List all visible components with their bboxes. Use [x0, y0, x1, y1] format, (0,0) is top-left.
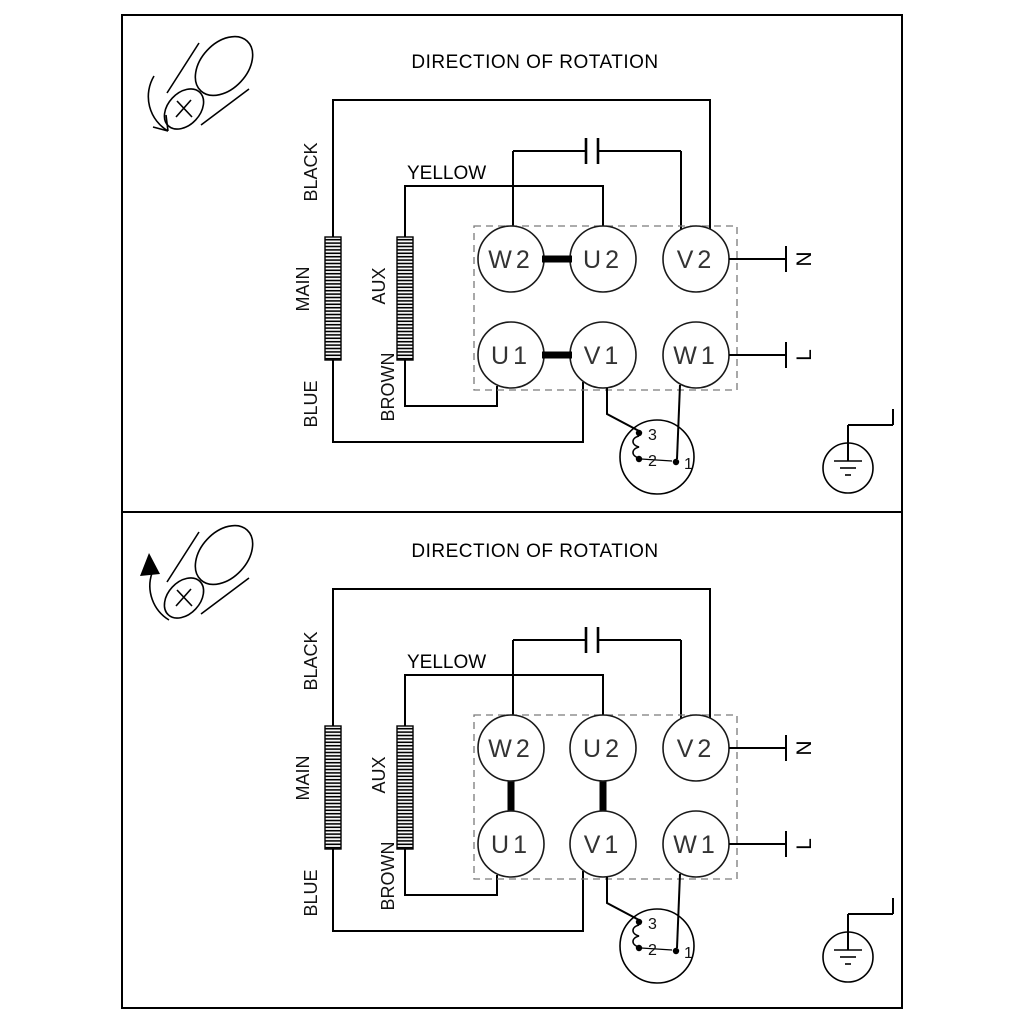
blue-wire	[332, 360, 584, 443]
thermal-terminal-1-label: 1	[684, 456, 693, 473]
terminal-board-outline	[473, 714, 738, 880]
terminal-v2-label: V2	[677, 246, 716, 274]
blue-wire	[332, 849, 584, 932]
terminal-u2-label: U2	[583, 735, 623, 763]
label-main-winding: MAIN	[293, 267, 313, 312]
yellow-wire	[404, 185, 604, 237]
panel-rotation-2: DIRECTION OF ROTATION BLACK MAIN BLUE AU…	[140, 524, 894, 984]
supply-line: L	[729, 342, 816, 368]
thermal-terminal-1-label: 1	[684, 945, 693, 962]
heater-coil-icon	[632, 435, 640, 459]
terminal-u2: U2	[569, 714, 637, 782]
terminal-v1: V1	[569, 810, 637, 878]
earth-ground-icon	[822, 898, 894, 983]
aux-winding-coil	[396, 236, 414, 361]
panel-rotation-1: DIRECTION OF ROTATION BLACK MAIN BLUE AU…	[147, 35, 894, 495]
terminal-board-outline	[473, 225, 738, 391]
main-winding-coil	[324, 725, 342, 850]
motor-rotation-clockwise-icon	[140, 524, 254, 621]
label-brown-wire: BROWN	[378, 842, 398, 911]
supply-neutral-label: N	[793, 251, 816, 266]
thermal-terminal-2-label: 2	[648, 453, 657, 470]
capacitor-icon	[512, 138, 682, 230]
terminal-u2: U2	[569, 225, 637, 293]
label-blue-wire: BLUE	[301, 380, 321, 427]
yellow-wire	[404, 674, 604, 726]
terminal-w1: W1	[662, 321, 730, 389]
label-aux-winding: AUX	[369, 756, 389, 793]
motor-rotation-counterclockwise-icon	[147, 35, 254, 132]
terminal-w1-label: W1	[673, 342, 719, 370]
supply-line-label: L	[793, 349, 816, 361]
supply-neutral: N	[729, 735, 816, 761]
terminal-w1-label: W1	[673, 831, 719, 859]
black-wire	[332, 99, 711, 237]
thermal-protector: 3 2 1	[606, 873, 695, 984]
earth-ground-icon	[822, 409, 894, 494]
label-yellow-wire: YELLOW	[407, 163, 486, 184]
terminal-w1: W1	[662, 810, 730, 878]
terminal-v2-label: V2	[677, 735, 716, 763]
thermal-terminal-2-label: 2	[648, 942, 657, 959]
thermal-terminal-3-label: 3	[648, 427, 657, 444]
supply-neutral-label: N	[793, 740, 816, 755]
capacitor-icon	[512, 627, 682, 719]
terminal-w2: W2	[477, 225, 545, 293]
terminal-u1-label: U1	[491, 831, 531, 859]
aux-winding-coil	[396, 725, 414, 850]
label-black-wire: BLACK	[301, 142, 321, 201]
terminal-w2-label: W2	[488, 246, 534, 274]
terminal-u1: U1	[477, 810, 545, 878]
terminal-v1-label: V1	[584, 831, 623, 859]
label-main-winding: MAIN	[293, 756, 313, 801]
terminal-u2-label: U2	[583, 246, 623, 274]
terminal-u1: U1	[477, 321, 545, 389]
main-winding-coil	[324, 236, 342, 361]
brown-wire	[404, 849, 498, 896]
label-blue-wire: BLUE	[301, 869, 321, 916]
label-brown-wire: BROWN	[378, 353, 398, 422]
terminal-v2: V2	[662, 714, 730, 782]
terminal-w2-label: W2	[488, 735, 534, 763]
terminal-v1-label: V1	[584, 342, 623, 370]
terminal-w2: W2	[477, 714, 545, 782]
label-yellow-wire: YELLOW	[407, 652, 486, 673]
black-wire	[332, 588, 711, 726]
supply-neutral: N	[729, 246, 816, 272]
terminal-v1: V1	[569, 321, 637, 389]
thermal-terminal-3-label: 3	[648, 916, 657, 933]
terminal-u1-label: U1	[491, 342, 531, 370]
supply-line-label: L	[793, 838, 816, 850]
brown-wire	[404, 360, 498, 407]
thermal-protector: 3 2 1	[606, 384, 695, 495]
label-aux-winding: AUX	[369, 267, 389, 304]
arrowhead	[140, 553, 160, 576]
supply-line: L	[729, 831, 816, 857]
panel-title: DIRECTION OF ROTATION	[411, 52, 658, 73]
heater-coil-icon	[632, 924, 640, 948]
terminal-v2: V2	[662, 225, 730, 293]
label-black-wire: BLACK	[301, 631, 321, 690]
panel-title: DIRECTION OF ROTATION	[411, 541, 658, 562]
